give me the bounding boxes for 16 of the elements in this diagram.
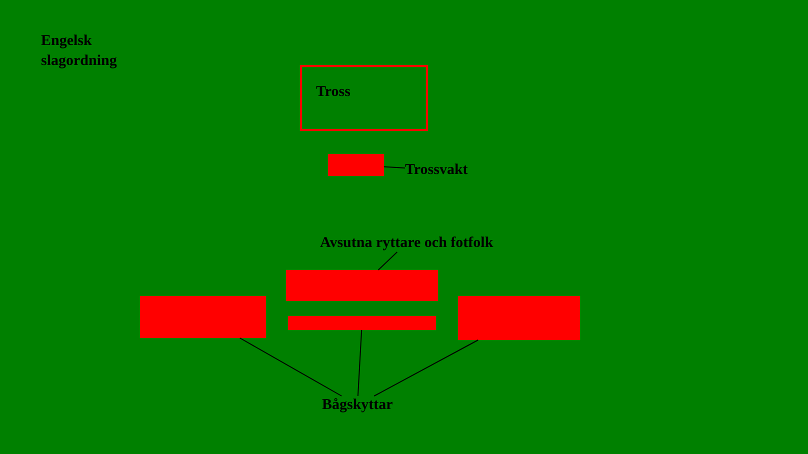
leader-line <box>384 166 406 169</box>
leader-line <box>374 340 479 396</box>
leader-line <box>357 330 362 396</box>
diagram-title: Engelsk slagordning <box>41 32 118 71</box>
outlined-box <box>300 65 428 131</box>
unit-label: Tross <box>316 84 350 101</box>
formation-block <box>458 296 580 340</box>
formation-block <box>288 316 436 330</box>
formation-block <box>328 154 384 176</box>
unit-label: Avsutna ryttare och fotfolk <box>320 234 494 252</box>
formation-block <box>286 270 438 301</box>
unit-label: Bågskyttar <box>322 396 393 414</box>
leader-line <box>239 338 342 396</box>
unit-label: Trossvakt <box>405 161 468 179</box>
formation-block <box>140 296 266 338</box>
leader-line <box>378 252 398 270</box>
